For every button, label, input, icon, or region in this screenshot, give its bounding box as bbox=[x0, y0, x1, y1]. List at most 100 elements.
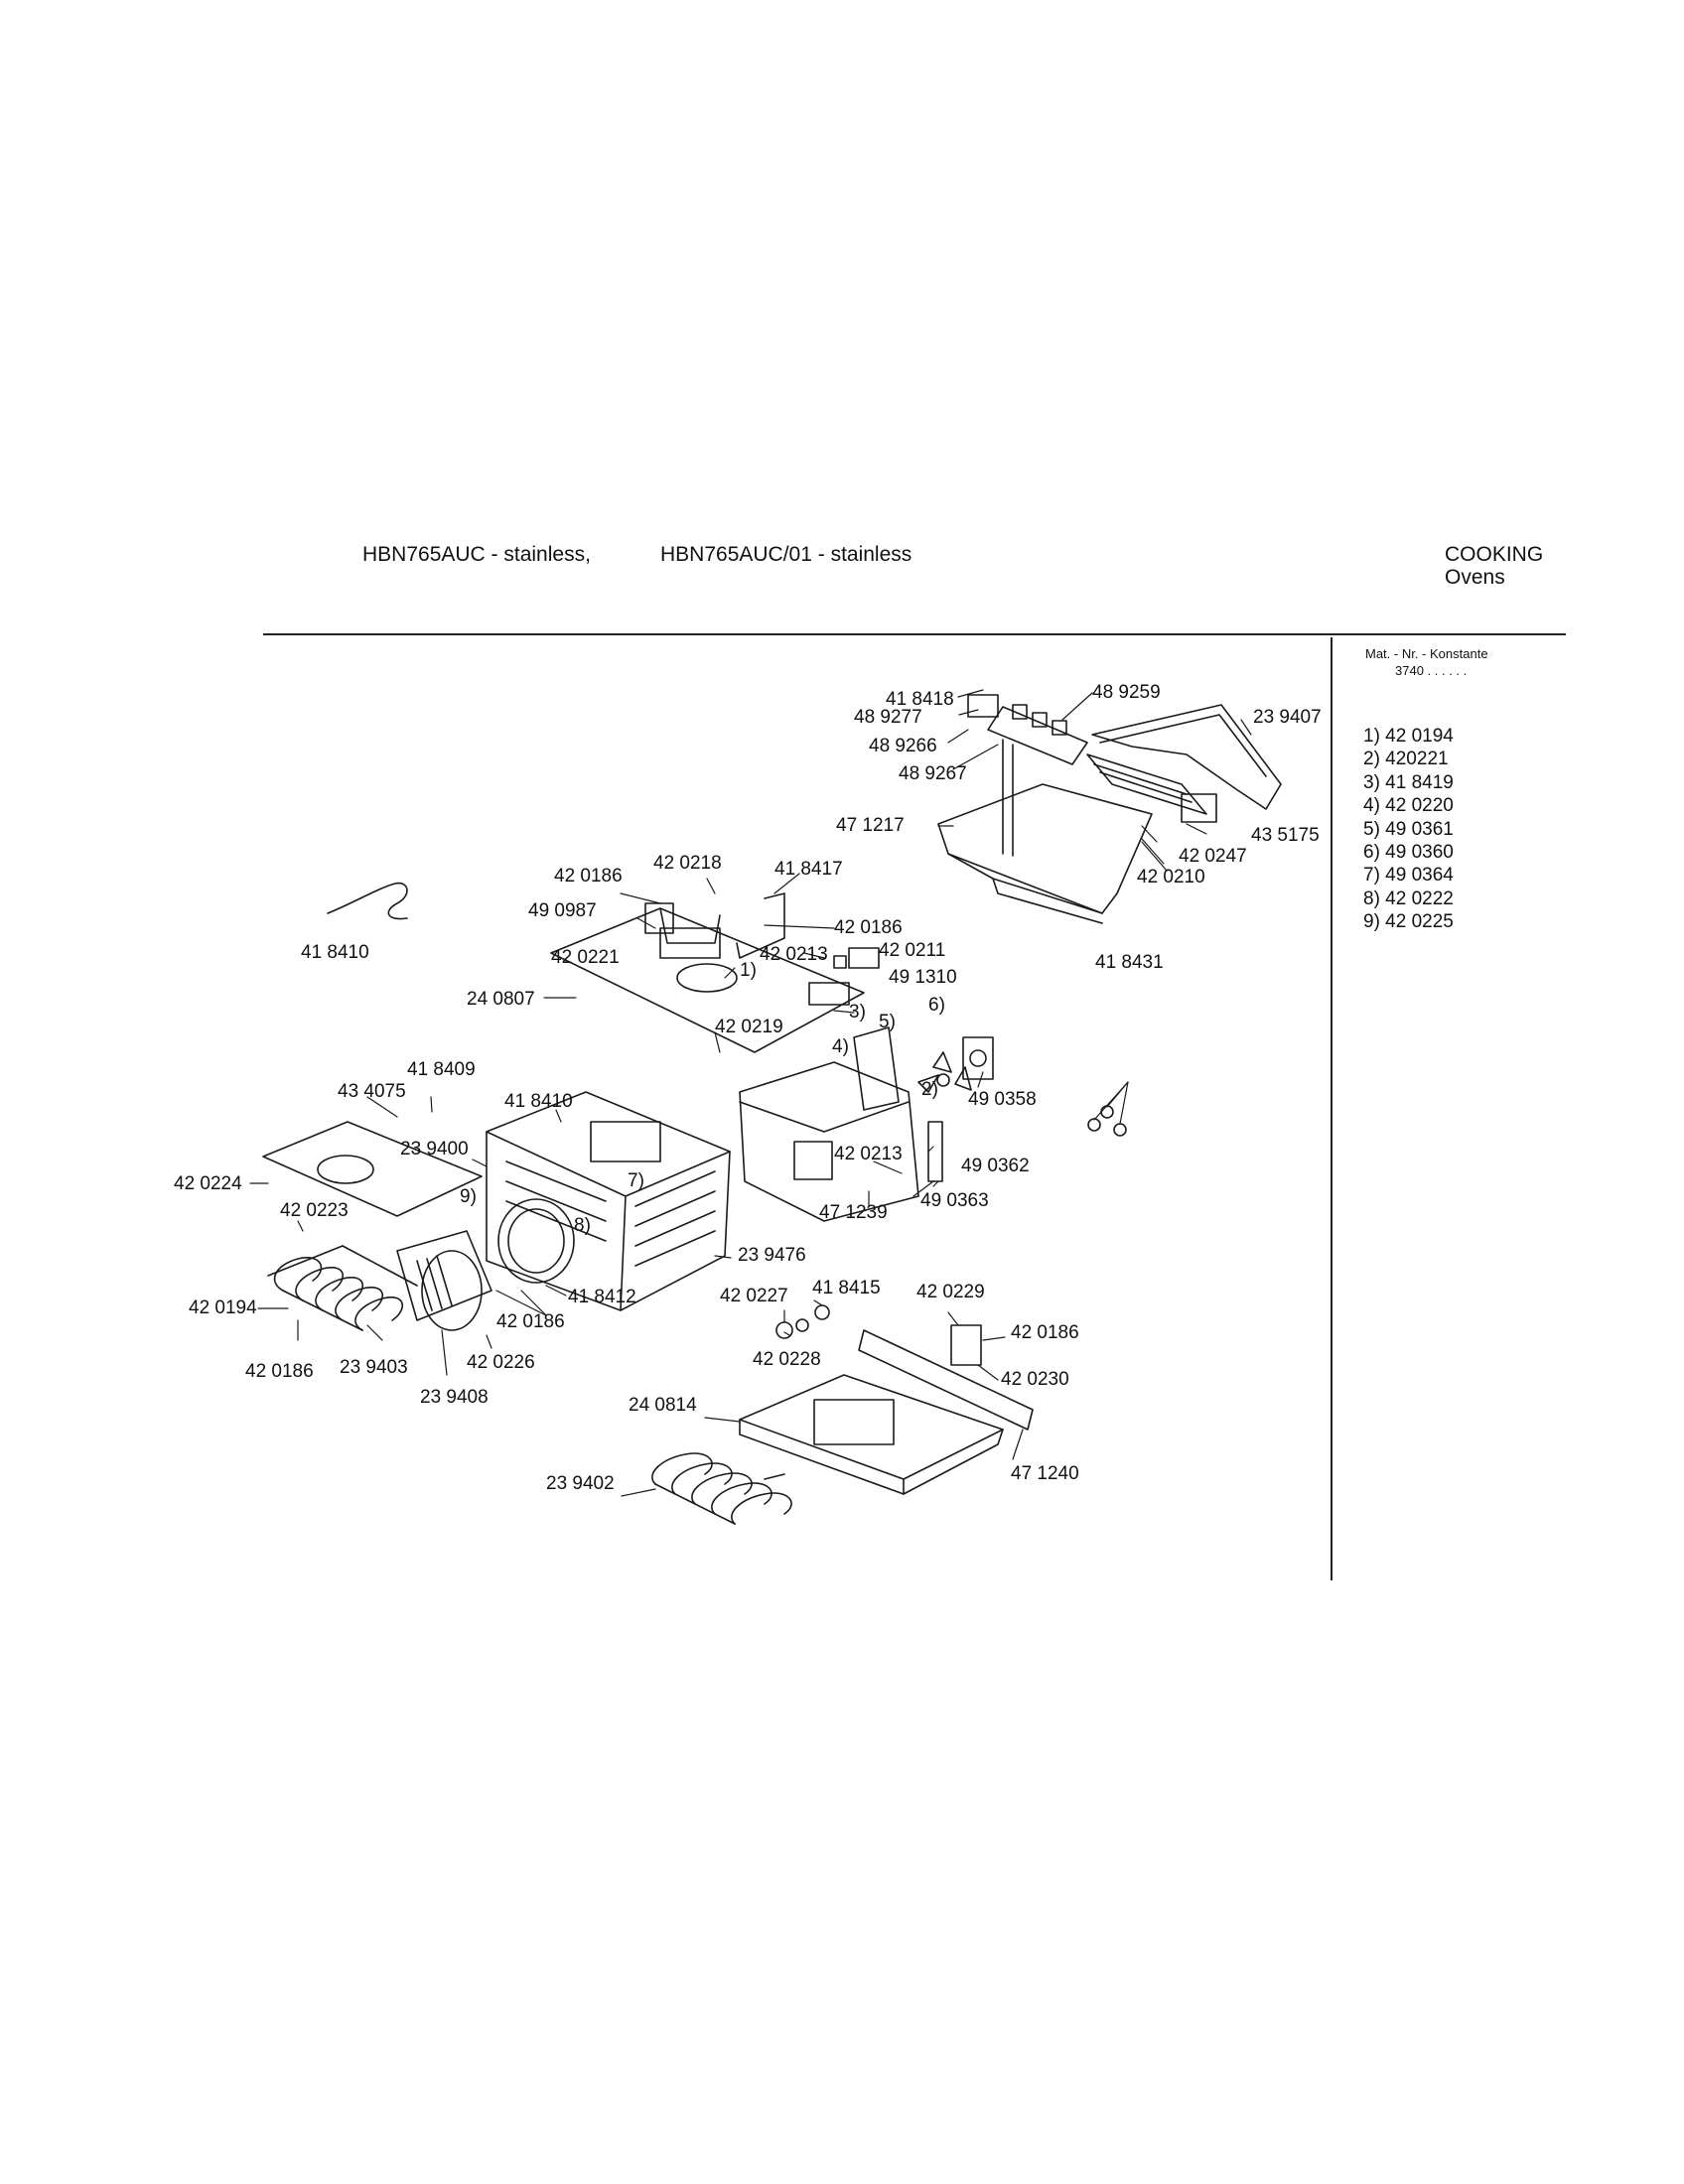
legend-item: 2) 420221 bbox=[1363, 749, 1449, 770]
legend-item: 1) 42 0194 bbox=[1363, 726, 1454, 747]
category-title: COOKING bbox=[1445, 543, 1544, 566]
part-label: 43 4075 bbox=[338, 1081, 406, 1102]
part-label: 47 1240 bbox=[1011, 1463, 1079, 1484]
part-label: 42 0213 bbox=[760, 944, 828, 965]
broil-element bbox=[652, 1453, 791, 1524]
bottom-plate bbox=[740, 1375, 1003, 1494]
part-label: 42 0219 bbox=[715, 1017, 783, 1037]
part-label: 42 0186 bbox=[245, 1361, 314, 1382]
rear-fan-panel bbox=[740, 1062, 918, 1221]
part-label: 23 9400 bbox=[400, 1139, 469, 1160]
part-label: 41 8415 bbox=[812, 1278, 881, 1298]
part-label: 42 0224 bbox=[174, 1173, 242, 1194]
gasket-plate bbox=[263, 1122, 482, 1216]
control-panel-trim bbox=[1092, 705, 1281, 809]
cover-plate bbox=[809, 983, 849, 1005]
legend-item: 5) 49 0361 bbox=[1363, 818, 1454, 840]
part-label: 42 0186 bbox=[1011, 1322, 1079, 1343]
legend-ref: 2) bbox=[921, 1079, 938, 1100]
part-label: 41 8417 bbox=[774, 859, 843, 880]
legend-item: 7) 49 0364 bbox=[1363, 865, 1454, 887]
part-label: 42 0247 bbox=[1179, 846, 1247, 867]
part-label: 24 0807 bbox=[467, 989, 535, 1010]
legend-ref: 3) bbox=[849, 1002, 866, 1023]
part-label: 42 0230 bbox=[1001, 1369, 1069, 1390]
part-label: 42 0186 bbox=[554, 866, 623, 887]
legend-ref: 1) bbox=[740, 960, 757, 981]
part-label: 42 0211 bbox=[879, 940, 946, 961]
mat-nr-label: Mat. - Nr. - Konstante bbox=[1365, 646, 1488, 661]
bake-element bbox=[268, 1246, 417, 1330]
convection-ring bbox=[498, 1199, 574, 1283]
spacer bbox=[928, 1122, 942, 1181]
legend-ref: 7) bbox=[628, 1170, 644, 1191]
part-label: 42 0186 bbox=[834, 917, 903, 938]
part-label: 42 0213 bbox=[834, 1144, 903, 1164]
part-label: 41 8409 bbox=[407, 1059, 476, 1080]
part-label: 41 8431 bbox=[1095, 952, 1164, 973]
legend-ref: 4) bbox=[832, 1036, 849, 1057]
part-label: 42 0223 bbox=[280, 1200, 349, 1221]
part-label: 41 8410 bbox=[301, 942, 369, 963]
legend-ref: 6) bbox=[928, 995, 945, 1016]
part-label: 47 1217 bbox=[836, 815, 905, 836]
bracket-part bbox=[737, 893, 784, 958]
part-label: 42 0229 bbox=[916, 1282, 985, 1302]
leader-lines bbox=[250, 690, 1251, 1496]
top-housing-panel bbox=[938, 740, 1152, 923]
part-label: 23 9403 bbox=[340, 1357, 408, 1378]
parts-legend: 1) 42 0194 2) 420221 3) 41 8419 4) 42 02… bbox=[1363, 725, 1454, 934]
fan-guard bbox=[854, 1027, 899, 1110]
top-plate bbox=[551, 908, 864, 1052]
part-label: 49 0358 bbox=[968, 1089, 1037, 1110]
part-label: 23 9408 bbox=[420, 1387, 489, 1408]
part-label: 48 9259 bbox=[1092, 682, 1161, 703]
part-label: 42 0227 bbox=[720, 1286, 788, 1306]
legend-item: 9) 42 0225 bbox=[1363, 911, 1454, 933]
fan-cover bbox=[397, 1231, 491, 1330]
part-label: 42 0226 bbox=[467, 1352, 535, 1373]
part-label: 41 8410 bbox=[504, 1091, 573, 1112]
terminal-block bbox=[834, 948, 879, 968]
part-label: 47 1239 bbox=[819, 1202, 888, 1223]
part-label: 41 8418 bbox=[886, 689, 954, 710]
subcategory-title: Ovens bbox=[1445, 566, 1505, 589]
legend-ref: 9) bbox=[460, 1186, 477, 1207]
lamp-tube-housing bbox=[1087, 754, 1216, 822]
part-label: 23 9402 bbox=[546, 1473, 615, 1494]
part-label: 42 0228 bbox=[753, 1349, 821, 1370]
part-label: 49 0363 bbox=[920, 1190, 989, 1211]
mat-nr-value: 3740 . . . . . . bbox=[1395, 663, 1468, 678]
legend-ref: 8) bbox=[574, 1215, 591, 1236]
part-label: 24 0814 bbox=[629, 1395, 697, 1416]
model-number-2: HBN765AUC/01 - stainless bbox=[660, 543, 912, 566]
legend-divider bbox=[1331, 637, 1333, 1580]
part-label: 42 0218 bbox=[653, 853, 722, 874]
bracket-0229 bbox=[951, 1325, 981, 1365]
part-label: 48 9266 bbox=[869, 736, 937, 756]
legend-item: 3) 41 8419 bbox=[1363, 771, 1454, 793]
part-label: 23 9476 bbox=[738, 1245, 806, 1266]
header-rule bbox=[263, 633, 1566, 635]
sensor-wire bbox=[328, 884, 407, 919]
part-label: 49 0987 bbox=[528, 900, 597, 921]
switch-board bbox=[968, 695, 1087, 764]
part-label: 42 0186 bbox=[496, 1311, 565, 1332]
legend-item: 6) 49 0360 bbox=[1363, 842, 1454, 864]
part-label: 49 0362 bbox=[961, 1156, 1030, 1176]
part-label: 49 1310 bbox=[889, 967, 957, 988]
part-label: 42 0194 bbox=[189, 1297, 257, 1318]
part-label: 41 8412 bbox=[568, 1287, 636, 1307]
legend-item: 8) 42 0222 bbox=[1363, 887, 1454, 909]
legend-ref: 5) bbox=[879, 1012, 896, 1032]
model-number-1: HBN765AUC - stainless, bbox=[362, 543, 591, 566]
part-label: 23 9407 bbox=[1253, 707, 1322, 728]
rail bbox=[859, 1330, 1033, 1430]
part-label: 42 0210 bbox=[1137, 867, 1205, 887]
fan-motor bbox=[963, 1037, 993, 1079]
part-label: 48 9267 bbox=[899, 763, 967, 784]
part-label: 42 0221 bbox=[551, 947, 620, 968]
oven-cavity bbox=[487, 1092, 730, 1310]
part-label: 48 9277 bbox=[854, 707, 922, 728]
